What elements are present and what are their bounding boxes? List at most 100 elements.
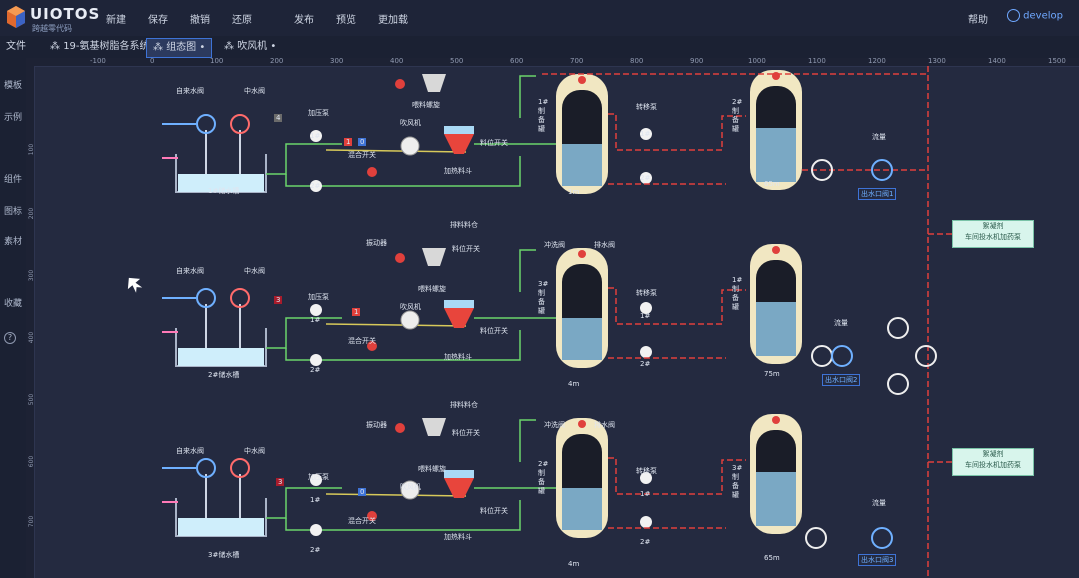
tank-label: 中水阀 <box>244 447 265 455</box>
menu-preview[interactable]: 预览 <box>336 15 356 26</box>
sidebar-item-examples[interactable]: 示例 <box>4 113 23 123</box>
count-badge: 3 <box>274 296 283 304</box>
user-icon <box>1007 9 1021 22</box>
level-switch-label: 料位开关 <box>480 139 508 147</box>
vessel-label: 1#制备罐 <box>732 276 743 311</box>
flocculant-tag[interactable]: 絮凝剂 车间投水机加药泵 <box>952 220 1034 248</box>
user-menu[interactable]: develop <box>1007 9 1063 22</box>
hopper-label: 加热料斗 <box>444 533 472 541</box>
ruler-tick: -100 <box>90 57 106 65</box>
outlet-valve-icon[interactable] <box>915 345 937 367</box>
tab-project-label: 19-氨基树脂各系统 <box>63 41 150 52</box>
flow-meter-icon[interactable] <box>871 527 893 549</box>
pump-id: 2# <box>640 538 651 546</box>
count-badge: 1 <box>352 308 361 316</box>
vessel-level: 75m <box>764 370 780 378</box>
hopper-label: 加热料斗 <box>444 353 472 361</box>
tab-diagram-label: 组态图 <box>166 42 197 53</box>
hopper-label: 振动器 <box>366 421 387 429</box>
menu-undo[interactable]: 撤销 <box>190 15 210 26</box>
hopper-label: 加热料斗 <box>444 167 472 175</box>
user-name: develop <box>1023 10 1063 22</box>
diagram-canvas[interactable]: -100 0 100 200 300 400 500 600 700 800 9… <box>26 57 1079 578</box>
vertical-ruler: 100 200 300 400 500 600 700 <box>26 66 35 578</box>
pump-id: 2# <box>310 182 321 190</box>
vessel-label: 1#制备罐 <box>538 98 549 133</box>
flow-label: 流量 <box>872 499 886 507</box>
sidebar-item-materials[interactable]: 素材 <box>4 237 23 247</box>
hopper-label: 喂料螺旋 <box>412 101 440 109</box>
blower-label: 吹风机 <box>400 119 421 127</box>
flocculant-tag[interactable]: 絮凝剂 车间投水机加药泵 <box>952 448 1034 476</box>
outlet-valve-label: 出水口阀1 <box>858 188 897 200</box>
left-sidebar: 模板 示例 组件 图标 素材 收藏 ? <box>0 58 27 578</box>
sidebar-item-components[interactable]: 组件 <box>4 175 23 185</box>
flow-meter-icon[interactable] <box>831 345 853 367</box>
level-switch-label: 料位开关 <box>480 507 508 515</box>
help-icon[interactable]: ? <box>4 332 16 344</box>
pump-id: 1# <box>640 490 651 498</box>
tab-dot: • <box>196 42 206 53</box>
hopper-label: 料位开关 <box>452 429 480 437</box>
tab-diagram[interactable]: ⁂ 组态图 • <box>146 38 213 58</box>
ruler-tick: 700 <box>570 57 584 65</box>
count-badge: 0 <box>358 488 367 496</box>
pump-id: 1# <box>310 132 321 140</box>
vessel-label: 2#制备罐 <box>732 98 743 133</box>
ruler-tick: 200 <box>270 57 284 65</box>
pump-id: 1# <box>640 312 651 320</box>
tank-label: 自来水阀 <box>176 267 204 275</box>
flush-valve-label: 冲洗阀 <box>544 241 565 249</box>
tag-title: 絮凝剂 <box>982 450 1004 458</box>
menu-help[interactable]: 帮助 <box>968 15 988 26</box>
ruler-tick: 1100 <box>808 57 826 65</box>
tag-desc: 车间投水机加药泵 <box>965 461 1021 469</box>
tab-blower-label: 吹风机 <box>237 41 268 52</box>
ruler-tick: 1500 <box>1048 57 1066 65</box>
tank-label: 1#储水槽 <box>208 187 240 195</box>
vessel-label: 2#制备罐 <box>538 460 549 495</box>
outlet-valve-icon[interactable] <box>887 317 909 339</box>
level-switch-label: 料位开关 <box>480 327 508 335</box>
diagram-icon: ⁂ <box>153 42 167 53</box>
app-subtitle: 跨越零代码 <box>32 24 72 33</box>
mouse-cursor-icon <box>127 277 143 293</box>
outlet-valve-icon[interactable] <box>811 345 833 367</box>
tab-blower[interactable]: ⁂ 吹风机 • <box>218 38 282 56</box>
tank-label: 中水阀 <box>244 267 265 275</box>
menu-new[interactable]: 新建 <box>106 15 126 26</box>
vessel-level: 65m <box>764 180 780 188</box>
sidebar-item-templates[interactable]: 模板 <box>4 81 23 91</box>
pump-id: 2# <box>640 174 651 182</box>
ruler-tick: 100 <box>210 57 224 65</box>
menu-redo[interactable]: 还原 <box>232 15 252 26</box>
outlet-valve-icon[interactable] <box>887 373 909 395</box>
hopper-label: 排料料仓 <box>450 401 478 409</box>
ruler-tick: 1200 <box>868 57 886 65</box>
tank-label: 2#储水槽 <box>208 371 240 379</box>
outlet-valve-icon[interactable] <box>805 527 827 549</box>
app-title: UIOTOS <box>30 5 101 23</box>
menu-save[interactable]: 保存 <box>148 15 168 26</box>
sidebar-item-icons[interactable]: 图标 <box>4 207 23 217</box>
outlet-valve-icon[interactable] <box>811 159 833 181</box>
menu-reload[interactable]: 更加载 <box>378 15 408 26</box>
ruler-tick: 300 <box>330 57 344 65</box>
sidebar-item-favorites[interactable]: 收藏 <box>4 299 23 309</box>
flush-valve-label: 冲洗阀 <box>544 421 565 429</box>
flow-label: 流量 <box>872 133 886 141</box>
process-diagram <box>127 66 952 578</box>
hopper-label: 排料料仓 <box>450 221 478 229</box>
outlet-valve-label: 出水口阀3 <box>858 554 897 566</box>
tank-label: 中水阀 <box>244 87 265 95</box>
pump-id: 1# <box>310 316 321 324</box>
count-badge: 1 <box>344 138 353 146</box>
tank-label: 自来水阀 <box>176 447 204 455</box>
pump-id: 1# <box>640 130 651 138</box>
blower-label: 吹风机 <box>400 303 421 311</box>
flow-meter-icon[interactable] <box>871 159 893 181</box>
vessel-label: 3#制备罐 <box>732 464 743 499</box>
vessel-level: 65m <box>764 554 780 562</box>
tab-file[interactable]: 文件 <box>6 41 26 52</box>
menu-publish[interactable]: 发布 <box>294 15 314 26</box>
